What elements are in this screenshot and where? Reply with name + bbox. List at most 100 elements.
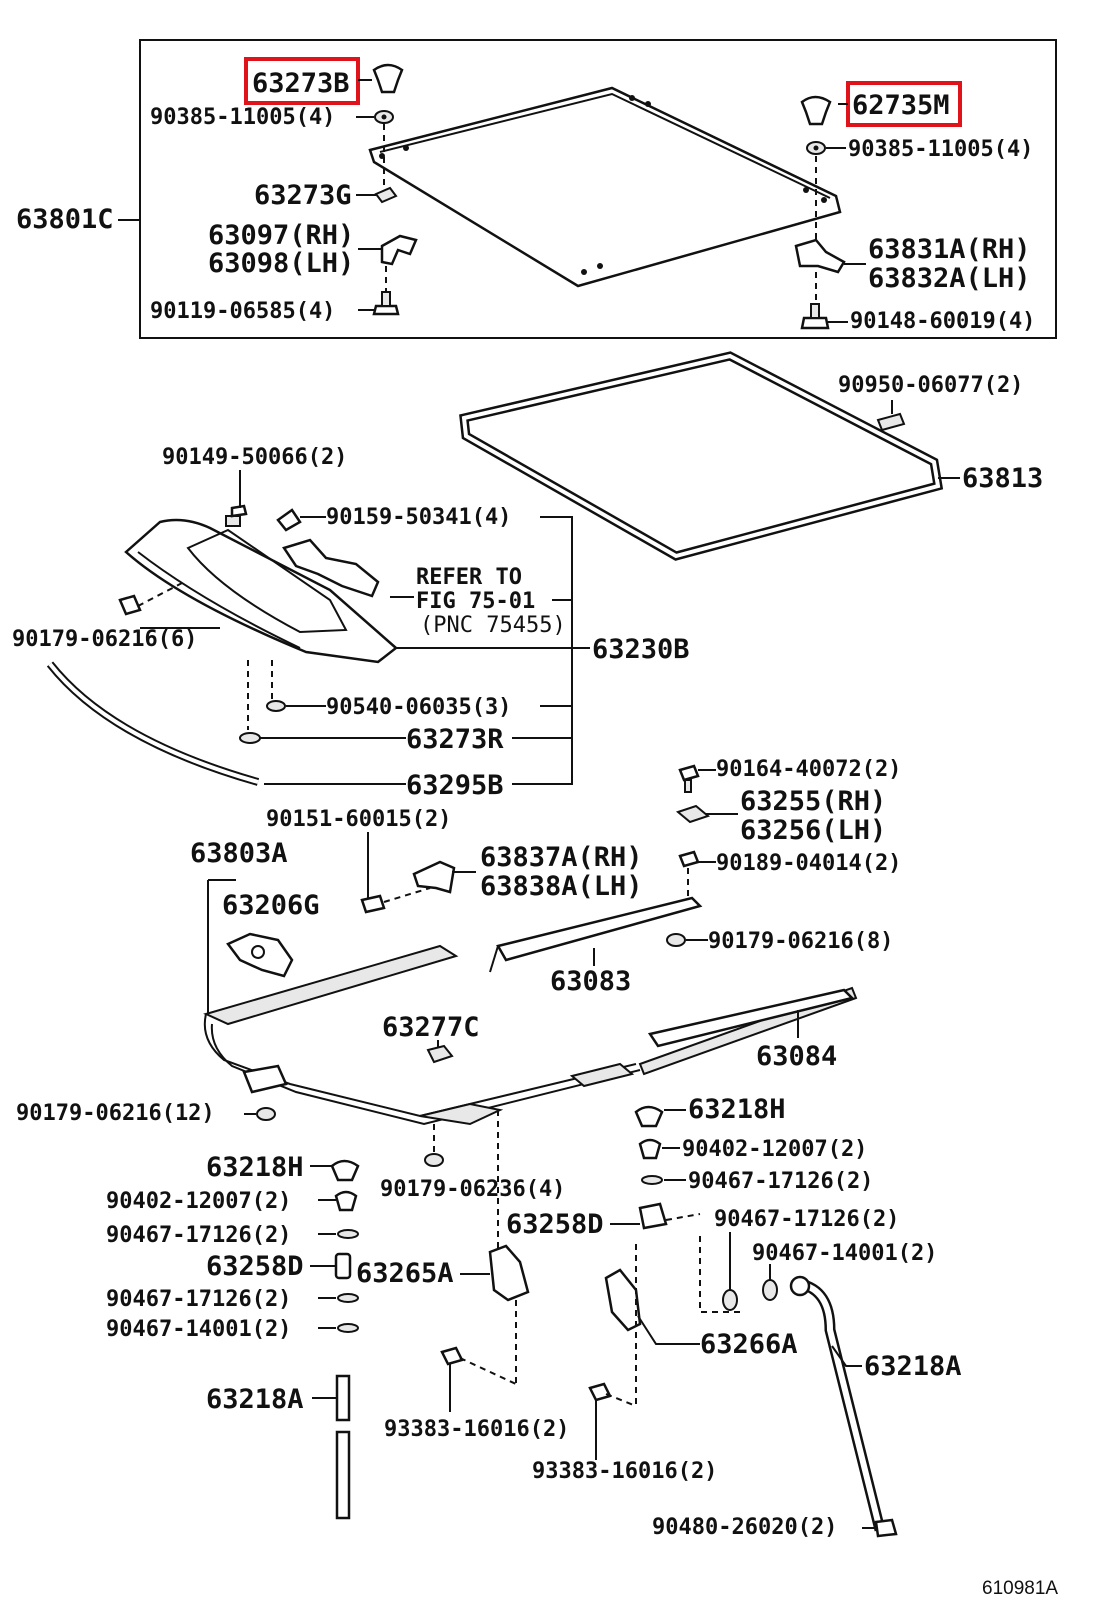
nut-93383-b-icon: [588, 1382, 612, 1402]
label-62735M: 62735M: [852, 90, 950, 121]
label-63218A-left: 63218A: [206, 1384, 304, 1415]
nut-93383-a-icon: [440, 1346, 464, 1366]
label-90540: 90540-06035(3): [326, 695, 511, 720]
label-90151: 90151-60015(2): [266, 807, 451, 832]
clip-90467-l3-icon: [337, 1323, 359, 1333]
washer-63273R-icon: [239, 732, 261, 744]
label-pnc-75455: (PNC 75455): [420, 613, 566, 638]
clip-90467-l2-icon: [337, 1293, 359, 1303]
label-90467-l1: 90467-17126(2): [106, 1223, 291, 1248]
label-90467-l3: 90467-14001(2): [106, 1317, 291, 1342]
label-63230B: 63230B: [592, 634, 690, 665]
label-fig-75-01: FIG 75-01: [416, 589, 535, 614]
drain-hose-63218A-left: [335, 1374, 351, 1520]
label-63803A: 63803A: [190, 838, 288, 869]
drain-grommet-63218H-right-icon: [634, 1105, 664, 1128]
clamp-90402-right-icon: [638, 1138, 662, 1160]
label-90179-6: 90179-06216(6): [12, 627, 197, 652]
bolt-90148-icon: [800, 303, 830, 330]
nut-90385-right-icon: [806, 141, 826, 155]
label-63265A: 63265A: [356, 1258, 454, 1289]
deflector-seal-strip: [282, 538, 380, 598]
plate-63255-63256-icon: [675, 804, 711, 824]
rail-63083: [489, 896, 703, 973]
clip-90467-l1-icon: [337, 1229, 359, 1239]
label-63097: 63097(RH): [208, 220, 354, 251]
label-63083: 63083: [550, 966, 631, 997]
bracket-63097-63098-icon: [380, 234, 418, 266]
label-90385-left: 90385-11005(4): [150, 105, 335, 130]
label-63218A-right: 63218A: [864, 1351, 962, 1382]
label-63831A: 63831A(RH): [868, 234, 1031, 265]
diagram-id: 610981A: [982, 1578, 1058, 1599]
clip-90467-r2-icon: [722, 1289, 738, 1311]
nut-90179-12-icon: [256, 1107, 276, 1121]
label-90950: 90950-06077(2): [838, 373, 1023, 398]
clamp-90480-icon: [874, 1518, 898, 1538]
drain-grommet-63218H-left-icon: [330, 1159, 360, 1182]
clip-90467-r3-icon: [762, 1279, 778, 1301]
label-63258D-left: 63258D: [206, 1251, 304, 1282]
label-63273R: 63273R: [406, 724, 504, 755]
label-63295B: 63295B: [406, 770, 504, 801]
bracket-63831A-63832A-icon: [794, 238, 846, 274]
washer-90540-icon: [266, 700, 286, 712]
label-63266A: 63266A: [700, 1329, 798, 1360]
label-90119: 90119-06585(4): [150, 299, 335, 324]
screw-90189-icon: [678, 850, 700, 868]
label-63838A: 63838A(LH): [480, 871, 643, 902]
label-63801C: 63801C: [16, 204, 114, 235]
drain-hose-63218A-right: [789, 1275, 886, 1532]
drain-hose-63258D-right-icon: [638, 1202, 668, 1230]
drain-hose-63258D-left-icon: [334, 1252, 352, 1280]
nut-90179-8-icon: [666, 933, 686, 947]
nut-90385-left-icon: [374, 110, 394, 124]
bolt-90159-icon: [276, 508, 302, 532]
label-93383-b: 93383-16016(2): [532, 1459, 717, 1484]
label-63218H-right: 63218H: [688, 1094, 786, 1125]
bolt-90164-icon: [678, 764, 700, 793]
label-90467-r3: 90467-14001(2): [752, 1241, 937, 1266]
label-90189: 90189-04014(2): [716, 851, 901, 876]
label-90467-r1: 90467-17126(2): [688, 1169, 873, 1194]
glass-assembly-frame: [139, 39, 1057, 339]
label-63273B: 63273B: [252, 68, 350, 99]
label-63098: 63098(LH): [208, 248, 354, 279]
clip-62735M-icon: [800, 95, 832, 126]
clip-63277C-icon: [426, 1044, 454, 1064]
label-90467-l2: 90467-17126(2): [106, 1287, 291, 1312]
label-63256: 63256(LH): [740, 815, 886, 846]
label-63273G: 63273G: [254, 180, 352, 211]
sunroof-glass-panel: [368, 86, 842, 288]
label-90159: 90159-50341(4): [326, 505, 511, 530]
label-63206G: 63206G: [222, 890, 320, 921]
label-90179-12: 90179-06216(12): [16, 1101, 215, 1126]
label-90385-right: 90385-11005(4): [848, 137, 1033, 162]
bracket-63266A-icon: [604, 1268, 642, 1332]
label-refer-to: REFER TO: [416, 565, 522, 590]
wind-deflector-63230B: [124, 518, 398, 664]
bracket-63265A-icon: [488, 1244, 530, 1302]
nut-90179-4-icon: [424, 1153, 444, 1167]
bolt-90119-icon: [372, 291, 400, 316]
clip-90467-r1-icon: [641, 1175, 663, 1185]
tape-90950-icon: [876, 412, 906, 432]
clip-63273B-icon: [372, 63, 404, 94]
label-63255: 63255(RH): [740, 786, 886, 817]
bolt-90151-icon: [360, 894, 386, 914]
label-90179-4: 90179-06236(4): [380, 1177, 565, 1202]
bracket-63837A-63838A-icon: [412, 860, 456, 894]
label-63832A: 63832A(LH): [868, 263, 1031, 294]
spacer-63273G-icon: [374, 186, 398, 204]
clamp-90402-left-icon: [334, 1190, 358, 1212]
motor-63206G-icon: [226, 932, 294, 978]
label-90467-r2: 90467-17126(2): [714, 1207, 899, 1232]
label-90148: 90148-60019(4): [850, 309, 1035, 334]
label-63084: 63084: [756, 1041, 837, 1072]
label-90179-8: 90179-06216(8): [708, 929, 893, 954]
label-63813: 63813: [962, 463, 1043, 494]
label-90402-right: 90402-12007(2): [682, 1137, 867, 1162]
bolt-90149-icon: [225, 504, 248, 527]
label-90164: 90164-40072(2): [716, 757, 901, 782]
